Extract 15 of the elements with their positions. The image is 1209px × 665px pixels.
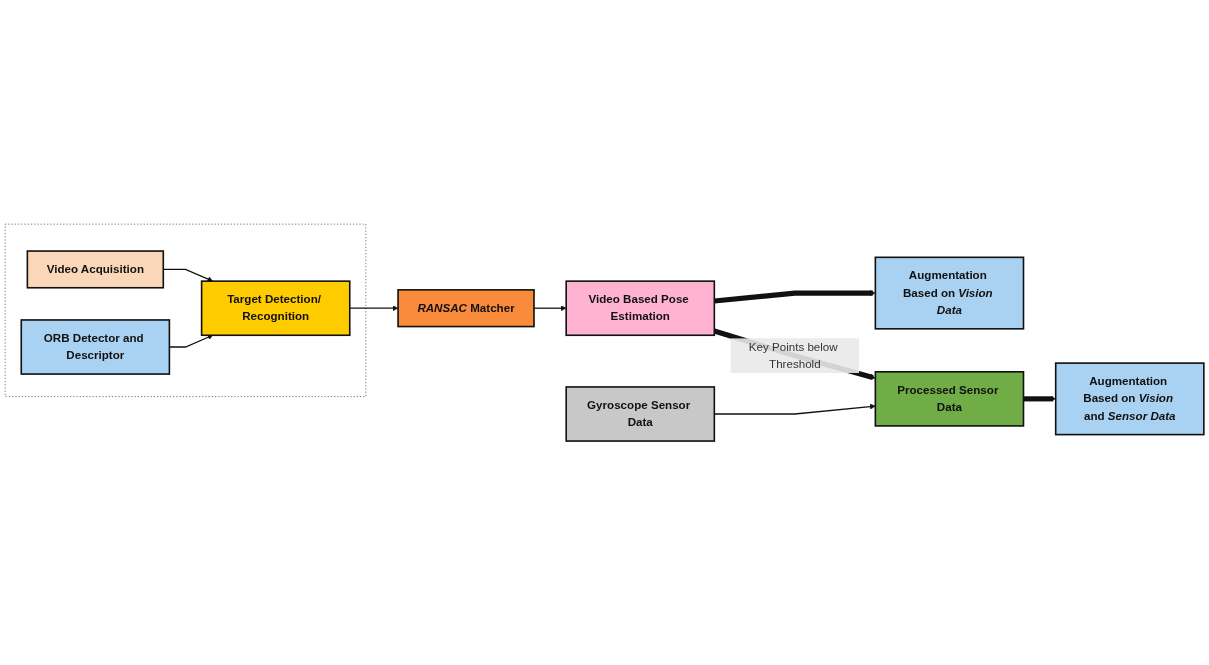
node-box: Video Acquisition — [26, 250, 165, 289]
node-box: Augmentation Based on Vision and Sensor Data — [1054, 362, 1205, 436]
node-box: ORB Detector and Descriptor — [20, 319, 171, 375]
node-box: Target Detection/ Recognition — [200, 280, 351, 336]
node-box: Processed Sensor Data — [874, 370, 1025, 427]
arrow — [714, 290, 876, 304]
edge-label: Key Points below Threshold — [748, 340, 838, 371]
node-box: Augmentation Based on Vision Data — [874, 256, 1025, 330]
arrow — [533, 305, 567, 311]
arrow — [349, 305, 399, 311]
node-box: Gyroscope Sensor Data — [565, 386, 716, 442]
node-box: RANSAC Matcher — [397, 288, 535, 328]
cluster — [4, 223, 367, 397]
node-box: Video Based Pose Estimation — [565, 280, 716, 336]
arrow — [1023, 395, 1056, 402]
